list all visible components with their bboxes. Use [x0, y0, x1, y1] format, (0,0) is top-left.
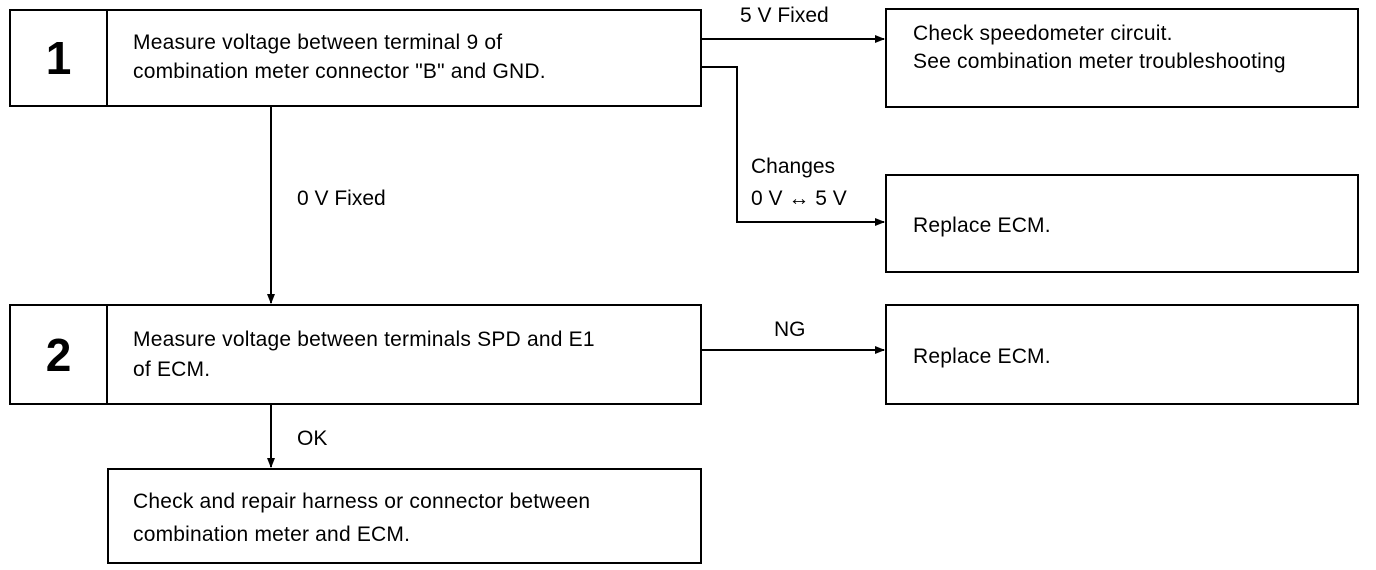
step-1-box: 1 Measure voltage between terminal 9 of …	[9, 9, 702, 107]
connector-changes	[701, 66, 885, 226]
step-2-line-1: Measure voltage between terminals SPD an…	[133, 328, 595, 351]
label-changes-range: 0 V ↔ 5 V	[751, 187, 847, 210]
replace-ecm-2-text: Replace ECM.	[913, 345, 1051, 368]
step-1-number: 1	[11, 11, 108, 105]
replace-ecm-box-2: Replace ECM.	[885, 304, 1359, 405]
step-2-box: 2 Measure voltage between terminals SPD …	[9, 304, 702, 405]
label-ng: NG	[774, 318, 806, 341]
label-changes: Changes	[751, 155, 836, 178]
repair-line-1: Check and repair harness or connector be…	[133, 490, 591, 513]
replace-ecm-box-1: Replace ECM.	[885, 174, 1359, 273]
speedometer-result-box: Check speedometer circuit. See combinati…	[885, 8, 1359, 108]
step-2-number: 2	[11, 306, 108, 403]
step-1-line-1: Measure voltage between terminal 9 of	[133, 31, 503, 54]
replace-ecm-1-text: Replace ECM.	[913, 214, 1051, 237]
speedometer-line-1: Check speedometer circuit.	[913, 22, 1173, 45]
step-2-line-2: of ECM.	[133, 358, 211, 381]
speedometer-line-2: See combination meter troubleshooting	[913, 50, 1286, 73]
repair-box: Check and repair harness or connector be…	[107, 468, 702, 564]
label-zero-v-fixed: 0 V Fixed	[297, 187, 386, 210]
repair-line-2: combination meter and ECM.	[133, 523, 411, 546]
step-1-line-2: combination meter connector "B" and GND.	[133, 60, 546, 83]
label-ok: OK	[297, 427, 328, 450]
label-five-v-fixed: 5 V Fixed	[740, 4, 829, 27]
